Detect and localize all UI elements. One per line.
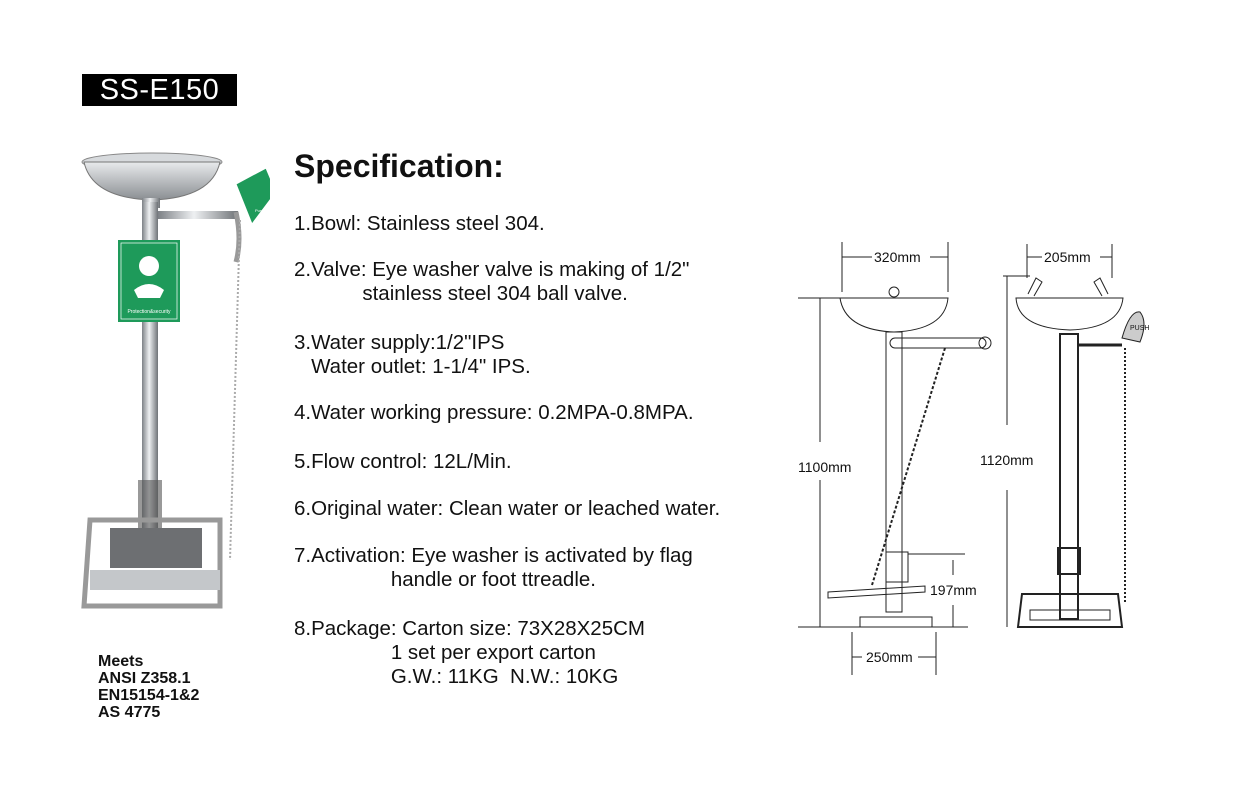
spec-title: Specification:: [294, 148, 504, 184]
spec-item: 1.Bowl: Stainless steel 304.: [294, 212, 545, 235]
dimension-drawing: 320mm 205mm 1100mm 1120mm 197mm 250mm PU…: [798, 242, 1149, 675]
svg-text:Protection&security: Protection&security: [127, 309, 171, 315]
chain: [229, 219, 241, 561]
spec-item: 5.Flow control: 12L/Min.: [294, 450, 512, 473]
dim-base-width: 250mm: [866, 649, 913, 665]
dim-height-side: 1100mm: [798, 459, 851, 475]
bowl: [81, 152, 223, 208]
push-flag: Push: [235, 167, 270, 226]
product-photo: Push Protection&security: [81, 152, 270, 609]
spec-item: 6.Original water: Clean water or leached…: [294, 497, 721, 520]
dim-pedal-height: 197mm: [930, 582, 977, 598]
spec-item: 4.Water working pressure: 0.2MPA-0.8MPA.: [294, 401, 694, 424]
spec-item: 3.Water supply:1/2"IPS Water outlet: 1-1…: [294, 331, 531, 378]
dim-height-front: 1120mm: [980, 452, 1033, 468]
svg-text:Push: Push: [255, 208, 264, 213]
spec-item: 7.Activation: Eye washer is activated by…: [294, 544, 693, 591]
side-view: [798, 242, 992, 675]
outlet-pipe: [233, 211, 242, 263]
valve-arm: [158, 211, 238, 219]
dim-nozzle-spacing: 205mm: [1044, 249, 1091, 265]
spec-item: 8.Package: Carton size: 73X28X25CM 1 set…: [294, 617, 645, 688]
front-view: [1003, 244, 1145, 628]
spec-item: 2.Valve: Eye washer valve is making of 1…: [294, 258, 690, 305]
safety-sign: Protection&security: [118, 240, 180, 322]
foot-treadle-base: [81, 517, 223, 609]
dim-bowl-width: 320mm: [874, 249, 921, 265]
model-label: SS-E150: [82, 74, 237, 106]
push-label: PUSH: [1130, 325, 1149, 332]
